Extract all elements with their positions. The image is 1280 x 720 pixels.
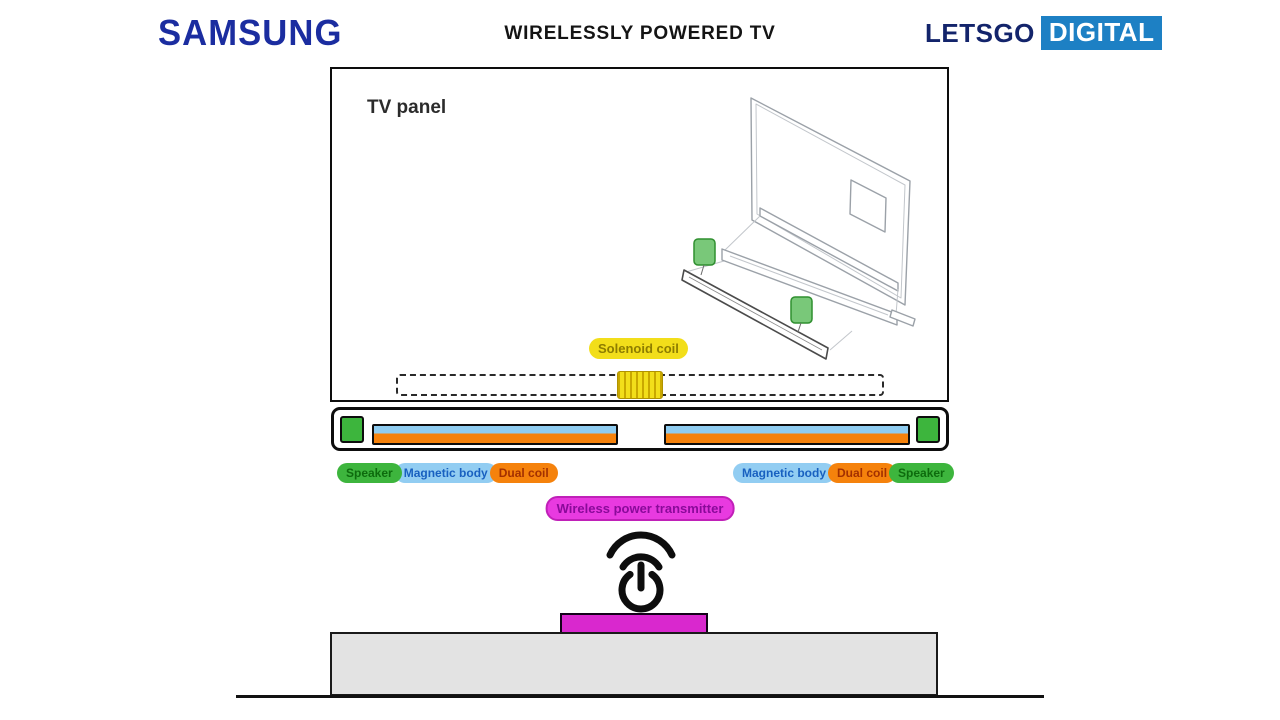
wireless-power-icon <box>606 531 676 613</box>
publisher-badge: DIGITAL <box>1040 16 1163 50</box>
solenoid-coil-block <box>617 371 663 399</box>
solenoid-coil-label: Solenoid coil <box>589 338 688 359</box>
dual-coil-label-right: Dual coil <box>828 463 897 483</box>
magnetic-body-label-left: Magnetic body <box>394 463 497 483</box>
pedestal <box>330 632 938 696</box>
tv-exploded-sketch-icon <box>681 97 916 360</box>
dual-coil-strip-right <box>664 424 910 445</box>
wireless-power-transmitter-label: Wireless power transmitter <box>545 496 735 521</box>
tv-panel-label: TV panel <box>367 97 447 118</box>
magnet-highlights <box>693 238 813 333</box>
speaker-label-right: Speaker <box>889 463 954 483</box>
ground-line <box>236 695 1044 698</box>
magnetic-body-label-right: Magnetic body <box>733 463 836 483</box>
speaker-unit-right <box>916 416 940 443</box>
samsung-logo: SAMSUNG <box>158 12 343 53</box>
publisher-name: LETSGO <box>925 17 1035 48</box>
right-label-group: Magnetic body Dual coil Speaker <box>733 463 954 483</box>
transmitter-block <box>560 613 708 634</box>
dual-coil-strip-left <box>372 424 618 445</box>
speaker-unit-left <box>340 416 364 443</box>
speaker-assembly-bar <box>331 407 949 451</box>
left-label-group: Speaker Magnetic body Dual coil <box>337 463 558 483</box>
speaker-label-left: Speaker <box>337 463 402 483</box>
dual-coil-label-left: Dual coil <box>489 463 558 483</box>
page-title: WIRELESSLY POWERED TV <box>504 23 776 44</box>
letsgo-digital-logo: LETSGO DIGITAL <box>925 16 1163 50</box>
